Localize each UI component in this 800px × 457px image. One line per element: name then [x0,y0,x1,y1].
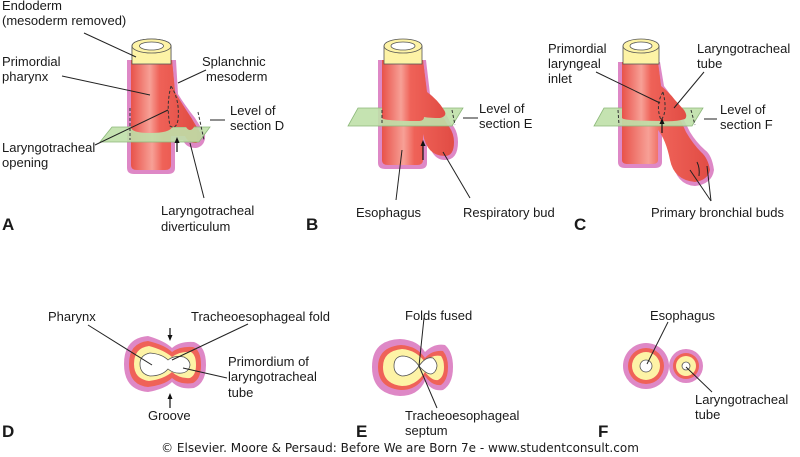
leader-pharynx [61,75,151,96]
lumen-figure-eight-e [393,355,438,377]
label-endoderm: Endoderm [2,0,62,13]
plane-dash-b2 [451,109,456,126]
label-primordial-pharynx: Primordial [2,54,61,69]
label-inlet-2: laryngeal [548,56,601,71]
pharynx-upper-b [382,60,446,121]
arrow-up-icon [174,137,180,143]
label-splanchnic: Splanchnic [202,54,266,69]
label-groove: Groove [148,408,191,423]
arrow-up-icon [167,393,173,399]
leader-bud-2 [706,165,712,202]
panel-letter-e: E [356,422,367,441]
lumen-d [139,352,191,377]
plane-dash-c2 [690,109,696,126]
panel-d: Pharynx Tracheoesophageal fold Primordiu… [2,309,330,441]
leader-lt-opening [94,109,169,146]
arrow-down-icon [167,335,173,341]
label-level-d-2: section D [230,118,284,133]
leader-septum [418,365,438,409]
label-bronchial-buds: Primary bronchial buds [651,205,784,220]
label-te-fold: Tracheoesophageal fold [191,309,330,324]
label-endoderm-sub: (mesoderm removed) [2,13,126,28]
leader-esophagus-f [646,321,669,365]
label-lt-tube-c: Laryngotracheal [697,41,790,56]
label-primordium-2: laryngotracheal [228,369,317,384]
label-level-d: Level of [230,103,276,118]
leader-lt-tube [673,71,705,109]
pharynx-upper [131,60,194,133]
leader-te-fold [171,323,249,361]
label-lt-opening: Laryngotracheal [2,140,95,155]
lumen-hole-c [629,41,653,51]
panel-c: Primordial laryngeal inlet Laryngotrache… [548,38,790,234]
leader-splanchnic [177,69,207,84]
label-inlet: Primordial [548,41,607,56]
label-respiratory-bud: Respiratory bud [463,205,555,220]
panel-letter-f: F [598,422,608,441]
label-level-f-2: section F [720,117,773,132]
plane-dash-c [617,109,620,126]
label-primordial-pharynx-2: pharynx [2,69,49,84]
panel-letter-a: A [2,215,14,234]
leader-bud-1 [689,169,712,202]
label-folds-fused: Folds fused [405,308,472,323]
copyright-notice: © Elsevier. Moore & Persaud: Before We a… [161,441,639,455]
panel-f: Esophagus Laryngotracheal tube F [598,308,788,441]
panel-b: Level of section E Esophagus Respiratory… [306,38,555,234]
leader-primordium [182,367,228,379]
laryngotracheal-groove-dashed [167,85,179,128]
label-pharynx: Pharynx [48,309,96,324]
laryngeal-inlet-dashed [657,91,666,121]
trachea-lumen-f [681,361,691,371]
leader-inlet [595,71,661,104]
pharynx-upper-c [622,62,687,122]
label-lt-opening-2: opening [2,155,48,170]
arrow-up-icon [659,118,665,124]
label-level-e-2: section E [479,116,533,131]
panel-letter-c: C [574,215,586,234]
label-lt-diverticulum: Laryngotracheal [161,203,254,218]
panel-a: Endoderm (mesoderm removed) Primordial p… [2,0,284,234]
lumen-hole [139,41,164,51]
label-lt-tube-f: Laryngotracheal [695,392,788,407]
leader-pharynx [87,324,153,366]
leader-folds-fused [418,317,425,367]
label-septum: Tracheoesophageal [405,408,520,423]
lumen-hole-b [390,41,416,51]
leader-respiratory-bud [442,151,471,199]
label-esophagus-b: Esophagus [356,205,422,220]
label-lt-tube-f-2: tube [695,407,720,422]
arrow-up-icon [420,140,426,146]
leader-esophagus [395,149,403,201]
label-esophagus-f: Esophagus [650,308,716,323]
esophagus-lumen-f [639,359,653,373]
panel-letter-b: B [306,215,318,234]
label-splanchnic-2: mesoderm [206,69,267,84]
label-lt-tube-c-2: tube [697,56,722,71]
bud-crease [696,161,700,177]
label-level-f: Level of [720,102,766,117]
leader-lt-diverticulum [189,142,205,199]
panel-e: Folds fused Tracheoesophageal septum E [356,308,520,441]
label-lt-diverticulum-2: diverticulum [161,219,230,234]
label-primordium-3: tube [228,385,253,400]
panel-letter-d: D [2,422,14,441]
leader-endoderm [83,32,137,58]
label-level-e: Level of [479,101,525,116]
label-septum-2: septum [405,423,448,438]
label-inlet-3: inlet [548,71,572,86]
leader-lt-tube-f [685,366,713,393]
label-primordium: Primordium of [228,354,309,369]
